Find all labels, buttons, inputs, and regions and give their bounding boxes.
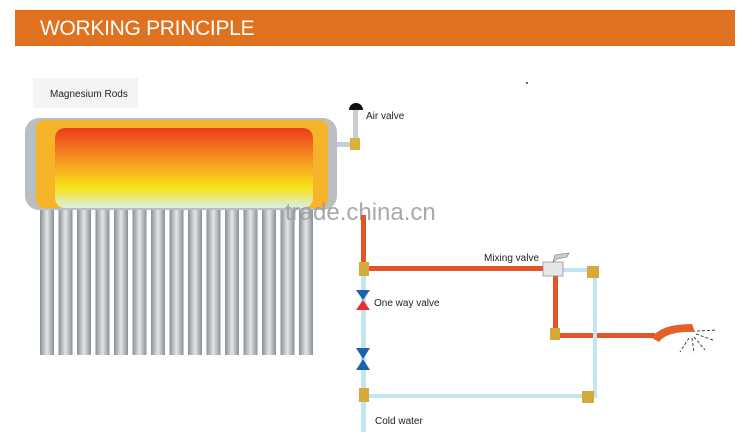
header-bar: WORKING PRINCIPLE <box>15 10 735 46</box>
page-title: WORKING PRINCIPLE <box>40 17 255 40</box>
vacuum-tube <box>40 205 54 355</box>
vacuum-tube <box>188 205 202 355</box>
cold-valve-icon <box>356 348 370 370</box>
air-valve <box>337 103 363 150</box>
vacuum-tube <box>262 205 276 355</box>
vacuum-tube <box>299 205 313 355</box>
cold-water-pipes <box>361 268 597 432</box>
mixing-valve-label: Mixing valve <box>484 253 539 264</box>
vacuum-tube <box>114 205 128 355</box>
mixing-valve <box>542 252 570 277</box>
vacuum-tube <box>169 205 184 355</box>
vacuum-tube <box>58 205 73 355</box>
vacuum-tube <box>95 205 110 355</box>
water-tank <box>25 118 337 210</box>
cold-water-label: Cold water <box>375 416 423 427</box>
magnesium-rods-label: Magnesium Rods <box>50 89 128 100</box>
vacuum-tube <box>132 205 147 355</box>
dot <box>526 82 528 84</box>
label-box <box>33 78 138 108</box>
shower-head-icon <box>652 324 718 354</box>
one-way-valve-label: One way valve <box>374 298 440 309</box>
vacuum-tube <box>206 205 221 355</box>
vacuum-tube <box>243 205 258 355</box>
vacuum-tube <box>280 205 295 355</box>
air-valve-cap-icon <box>349 103 363 110</box>
vacuum-tubes <box>40 205 313 355</box>
vacuum-tube <box>151 205 165 355</box>
vacuum-tube <box>77 205 91 355</box>
hot-water-pipes <box>361 215 655 338</box>
watermark: trade.china.cn <box>285 199 436 226</box>
pipe-fittings <box>359 262 599 403</box>
air-valve-label: Air valve <box>366 111 405 122</box>
one-way-valve-icon <box>356 290 370 310</box>
vacuum-tube <box>225 205 239 355</box>
